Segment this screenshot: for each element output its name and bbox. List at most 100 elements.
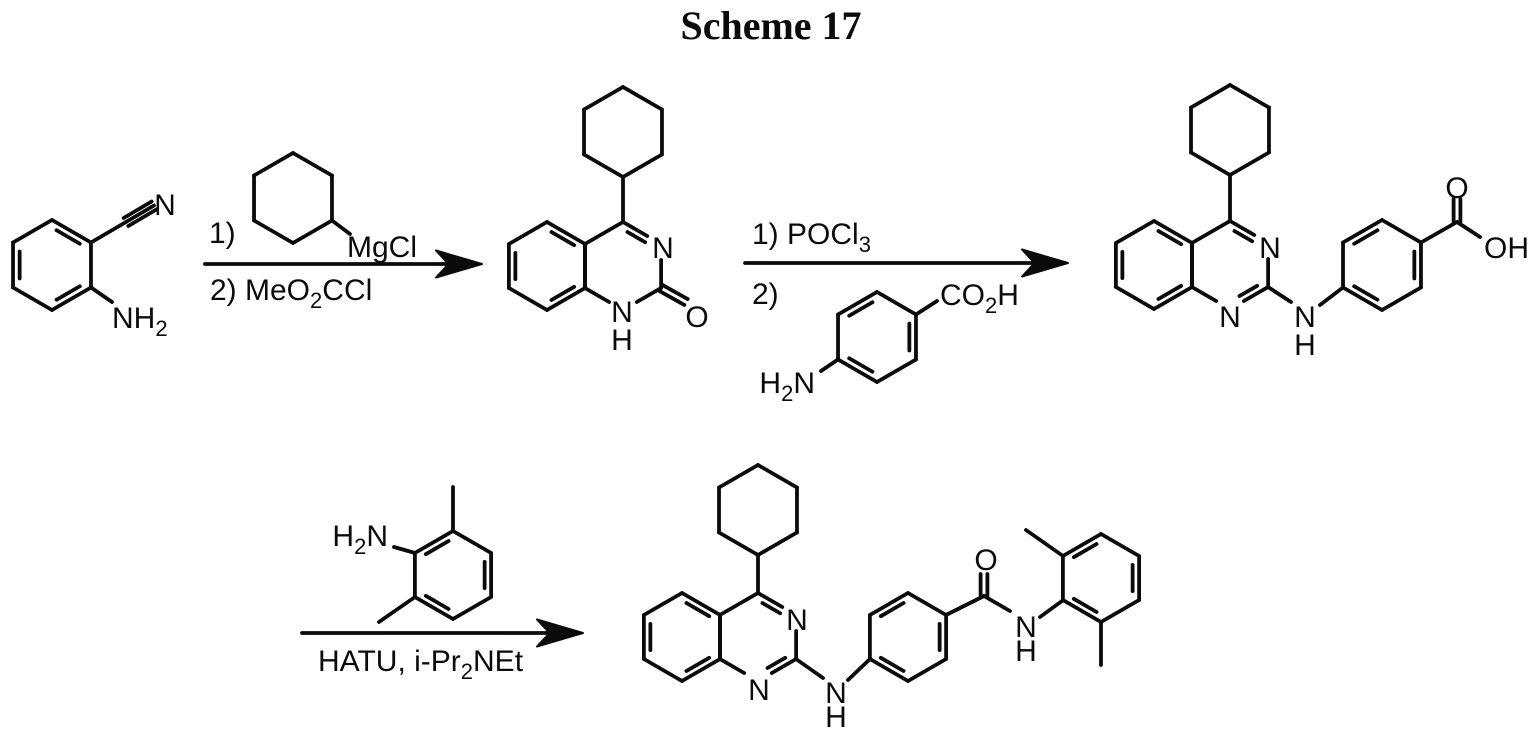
amide-nh-n-label: N bbox=[1015, 611, 1037, 644]
bond-line bbox=[982, 594, 1012, 613]
bond-line bbox=[1380, 285, 1423, 312]
bond-line bbox=[549, 284, 577, 302]
bond-line bbox=[769, 657, 799, 675]
bond-line bbox=[423, 593, 451, 611]
bond-line bbox=[291, 151, 334, 178]
bond-line bbox=[756, 591, 785, 609]
bond-line bbox=[1152, 285, 1195, 311]
bond-line bbox=[1237, 283, 1260, 298]
scheme-title: Scheme 17 bbox=[680, 3, 861, 48]
bond-line bbox=[906, 657, 949, 683]
hatu-base-label: HATU, i-Pr2NEt bbox=[318, 645, 524, 684]
bond-line bbox=[1113, 285, 1156, 311]
amide-nh-h-label: H bbox=[1015, 635, 1037, 668]
bridge-nh-n-label: N bbox=[825, 677, 847, 710]
bond-line bbox=[867, 591, 910, 617]
bond-line bbox=[914, 299, 939, 317]
quinazolinone-carbonyl-o-label: O bbox=[685, 301, 708, 334]
bridge-nh-h-label: H bbox=[825, 701, 847, 732]
bond-line bbox=[760, 601, 783, 616]
bridge-nh-n-label: N bbox=[1294, 301, 1316, 334]
bond-line bbox=[1152, 219, 1195, 245]
bond-line bbox=[867, 657, 910, 683]
bond-line bbox=[582, 220, 625, 246]
bond-line bbox=[717, 463, 760, 490]
bond-line bbox=[875, 357, 918, 384]
bond-line bbox=[765, 655, 788, 670]
bond-line bbox=[291, 218, 334, 245]
quinazoline-n1-label: N bbox=[748, 674, 770, 707]
molecule-final-benzamide-product: N N N H O N H bbox=[641, 463, 1142, 732]
bond-line bbox=[717, 657, 747, 675]
bond-line bbox=[906, 591, 949, 617]
bond-line bbox=[1071, 542, 1099, 560]
bond-line bbox=[634, 286, 664, 304]
bond-line bbox=[641, 591, 684, 617]
bond-line bbox=[944, 594, 986, 617]
xylidine-h2n-label: H2N bbox=[332, 520, 388, 559]
bond-line bbox=[680, 591, 723, 617]
bond-line bbox=[89, 285, 114, 304]
bond-line bbox=[621, 85, 664, 112]
bond-line bbox=[1038, 599, 1064, 619]
bond-line bbox=[1113, 219, 1156, 245]
bond-line bbox=[621, 152, 664, 179]
step-1-label: 1) bbox=[209, 217, 236, 250]
bond-line bbox=[1024, 528, 1065, 558]
bridge-nh-h-label: H bbox=[1294, 329, 1316, 362]
bond-line bbox=[1156, 283, 1184, 301]
bond-line bbox=[1266, 285, 1293, 304]
bond-line bbox=[582, 85, 625, 112]
bond-line bbox=[1189, 219, 1232, 245]
bond-line bbox=[126, 207, 159, 228]
bond-line bbox=[50, 218, 93, 245]
bond-line bbox=[1380, 218, 1423, 245]
bond-line bbox=[50, 285, 93, 312]
bond-line bbox=[582, 152, 625, 179]
bond-line bbox=[377, 595, 417, 624]
quinazolinone-n1-h-label: H bbox=[611, 324, 633, 357]
bond-line bbox=[124, 203, 156, 224]
bond-line bbox=[412, 595, 455, 621]
nitrile-n-label: N bbox=[154, 189, 176, 222]
arrow-2-head-icon bbox=[1021, 248, 1069, 278]
bond-line bbox=[660, 283, 690, 301]
bond-line bbox=[836, 357, 879, 384]
bond-line bbox=[625, 230, 648, 245]
bond-line bbox=[717, 530, 760, 557]
bond-line bbox=[1228, 219, 1257, 237]
bond-line bbox=[1156, 229, 1184, 247]
bond-line bbox=[680, 657, 723, 683]
step-1-pocl3-label: 1) POCl3 bbox=[752, 218, 871, 257]
amine-nh2-label: NH2 bbox=[112, 302, 168, 341]
bond-line bbox=[545, 220, 588, 246]
step-2-label: 2) bbox=[752, 278, 779, 311]
bond-line bbox=[794, 657, 825, 680]
bond-line bbox=[252, 151, 295, 178]
bond-line bbox=[847, 356, 875, 374]
quinazoline-n1-label: N bbox=[1219, 301, 1241, 334]
bond-line bbox=[847, 300, 875, 318]
bond-line bbox=[1228, 150, 1271, 177]
bond-line bbox=[836, 290, 879, 317]
bond-line bbox=[506, 220, 549, 246]
bond-line bbox=[756, 530, 799, 557]
bond-line bbox=[423, 539, 451, 557]
bond-line bbox=[506, 286, 549, 312]
bond-line bbox=[54, 284, 82, 302]
bond-line bbox=[878, 655, 906, 673]
paba-h2n-label: H2N bbox=[759, 367, 815, 406]
bond-line bbox=[684, 655, 712, 673]
bond-line bbox=[1318, 285, 1345, 307]
carboxyl-oh-label: OH bbox=[1484, 232, 1529, 265]
molecule-quinazolinylamino-benzoic-acid: N N N H O OH bbox=[1113, 83, 1529, 362]
bond-line bbox=[1232, 229, 1255, 244]
bond-line bbox=[1419, 220, 1459, 245]
bond-line bbox=[582, 286, 612, 304]
bond-line bbox=[684, 601, 712, 619]
bond-line bbox=[1099, 532, 1142, 558]
grignard-mgcl-label: MgCl bbox=[347, 231, 417, 264]
arrow-3-head-icon bbox=[536, 618, 584, 648]
bond-line bbox=[1071, 596, 1099, 614]
